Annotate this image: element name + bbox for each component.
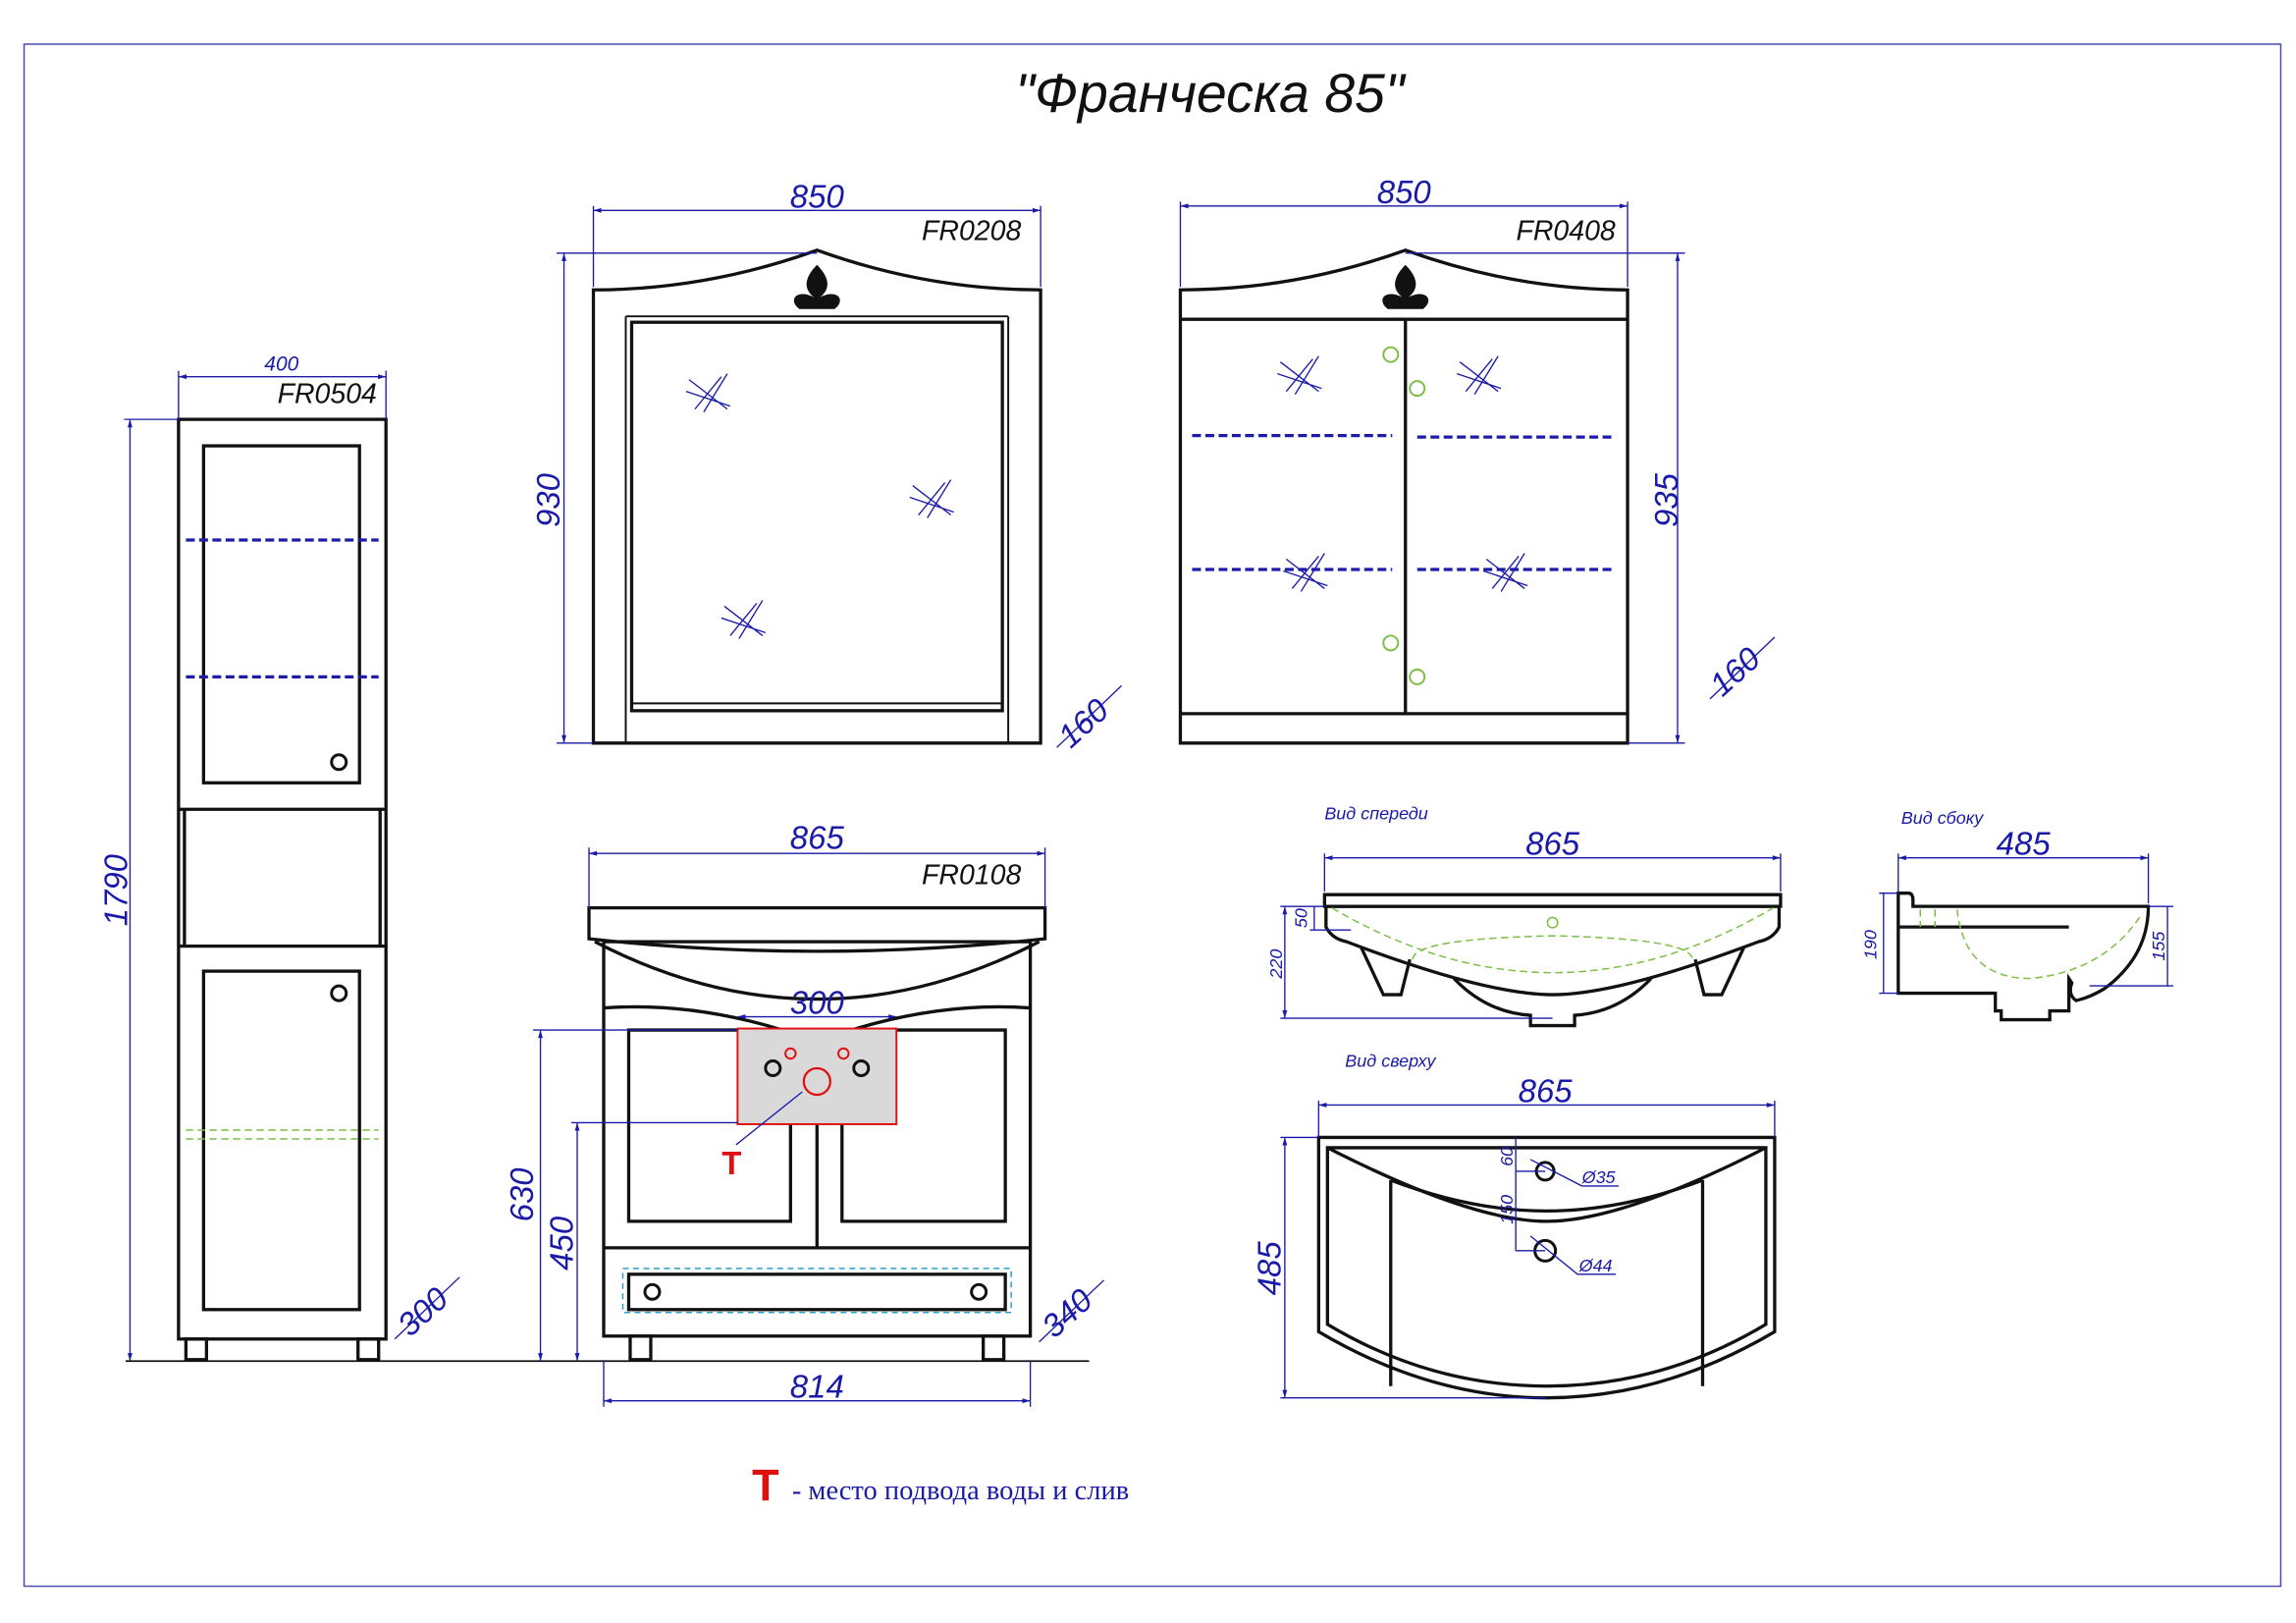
page-title: "Франческа 85" (1015, 63, 1407, 124)
legend: Т - место подвода воды и слив (752, 1461, 1129, 1511)
depth-dimension: 485 (1997, 826, 2052, 862)
height-dimension: 220 (1266, 949, 1286, 980)
vanity-fr0108: Т FR0108 865 300 630 450 814 340 (504, 820, 1105, 1407)
view-label: Вид сверху (1345, 1052, 1436, 1071)
bowl-dimension: 155 (2149, 931, 2168, 961)
flower-ornament-icon (1382, 264, 1429, 309)
height-dimension: 1790 (97, 853, 133, 926)
offset-60-dimension: 60 (1497, 1147, 1517, 1166)
view-label: Вид сбоку (1901, 808, 1984, 828)
width-dimension: 400 (264, 353, 298, 376)
glass-reflection-icon (685, 373, 954, 639)
width-dimension: 865 (1525, 826, 1580, 862)
view-label: Вид спереди (1324, 804, 1427, 824)
legend-marker: Т (752, 1461, 778, 1511)
offset-150-dimension: 150 (1497, 1195, 1517, 1224)
top-width-dimension: 865 (790, 820, 845, 856)
hinge-marks (1382, 346, 1426, 685)
connection-marker: Т (721, 1145, 741, 1181)
height-dimension: 190 (1860, 930, 1880, 959)
product-code: FR0504 (278, 379, 377, 410)
height-dimension: 935 (1648, 472, 1684, 527)
width-dimension: 850 (1377, 174, 1432, 210)
sink-side-view: Вид сбоку 485 190 155 (1860, 808, 2174, 1022)
product-code: FR0408 (1516, 215, 1615, 246)
sink-front-view: Вид спереди 865 220 50 (1266, 804, 1783, 1028)
connection-zone (736, 1027, 898, 1125)
product-code: FR0108 (922, 860, 1021, 892)
depth-dimension: 160 (1702, 639, 1767, 703)
connection-zone-dimension: 300 (790, 985, 845, 1021)
tap-hole-diameter: Ø35 (1581, 1167, 1617, 1187)
bottom-width-dimension: 814 (790, 1369, 844, 1405)
sink-top-view: Вид сверху 60 150 Ø35 Ø44 865 485 (1251, 1052, 1777, 1400)
tall-cabinet-fr0504: FR0504 400 1790 300 (97, 353, 460, 1362)
depth-dimension: 340 (1035, 1281, 1099, 1345)
flower-ornament-icon (793, 264, 840, 309)
legend-text: - место подвода воды и слив (792, 1476, 1129, 1506)
width-dimension: 850 (790, 178, 845, 214)
sheet-border (23, 43, 2282, 1588)
height-dimension: 930 (530, 472, 566, 527)
mirror-fr0208: FR0208 850 930 160 (530, 178, 1122, 754)
rim-dimension: 50 (1291, 908, 1310, 928)
product-code: FR0208 (922, 215, 1021, 246)
height-450-dimension: 450 (544, 1216, 580, 1271)
height-630-dimension: 630 (504, 1167, 540, 1222)
width-dimension: 865 (1519, 1072, 1574, 1109)
drain-hole-diameter: Ø44 (1578, 1256, 1613, 1275)
mirror-cabinet-fr0408: FR0408 850 935 160 (1178, 174, 1776, 745)
depth-dimension: 485 (1251, 1241, 1287, 1296)
